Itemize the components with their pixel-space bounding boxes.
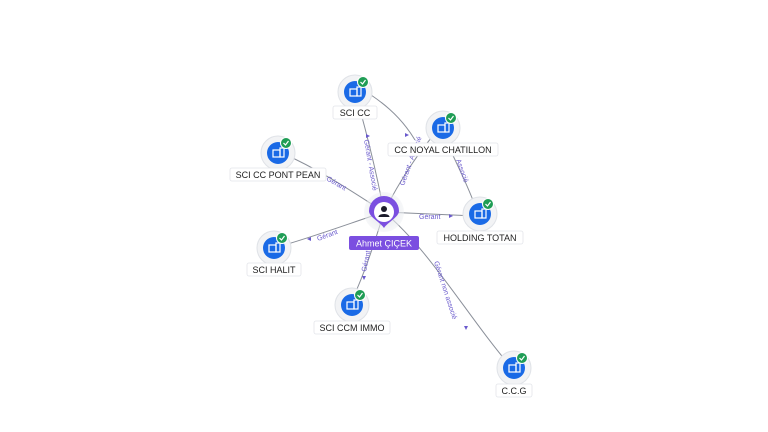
company-node-sci-cc-pont-pean[interactable]: SCI CC PONT PEAN [229, 135, 327, 182]
arrow-ccm [362, 276, 366, 280]
company-node-cc-noyal-chatillon[interactable]: CC NOYAL CHATILLON [387, 110, 499, 157]
check-badge-icon [482, 198, 494, 210]
company-node-sci-ccm-immo[interactable]: SCI CCM IMMO [313, 287, 391, 335]
check-badge-icon [357, 76, 369, 88]
person-name: Ahmet ÇIÇEK [356, 239, 412, 249]
company-node-holding-totan[interactable]: HOLDING TOTAN [436, 196, 524, 245]
company-name: CC NOYAL CHATILLON [394, 145, 491, 155]
arrow-ccg [464, 326, 468, 330]
company-name: SCI CC PONT PEAN [236, 170, 321, 180]
person-icon [378, 206, 390, 217]
company-name: SCI CCM IMMO [320, 323, 385, 333]
check-badge-icon [280, 137, 292, 149]
company-name: SCI HALIT [252, 265, 296, 275]
edge-label-ccg: Gérant non associé [432, 260, 457, 320]
check-badge-icon [516, 352, 528, 364]
arrow-holding [449, 214, 453, 218]
company-name: SCI CC [340, 108, 371, 118]
company-name: HOLDING TOTAN [443, 233, 516, 243]
check-badge-icon [354, 289, 366, 301]
company-node-sci-cc[interactable]: SCI CC [332, 74, 378, 120]
person-node[interactable]: Ahmet ÇIÇEK [349, 192, 419, 250]
company-name: C.C.G [501, 386, 526, 396]
arrow-sci-cc [366, 134, 370, 138]
company-node-c-c-g[interactable]: C.C.G [495, 350, 533, 398]
edge-label-ccm: Gérant [361, 250, 372, 272]
edge-ccg [383, 211, 513, 369]
edge-label-pont-pean: Gérant [325, 176, 347, 193]
arrow-noyal [405, 133, 409, 137]
edge-label-noyal-holding: Associé [454, 158, 469, 184]
arrow-halit [307, 237, 311, 241]
edge-arrows [307, 133, 468, 330]
check-badge-icon [445, 112, 457, 124]
check-badge-icon [276, 232, 288, 244]
edge-label-holding: Gérant [419, 214, 440, 221]
company-node-sci-halit[interactable]: SCI HALIT [246, 230, 302, 277]
edge-label-sci-cc: Gérant - Associé [362, 139, 378, 191]
